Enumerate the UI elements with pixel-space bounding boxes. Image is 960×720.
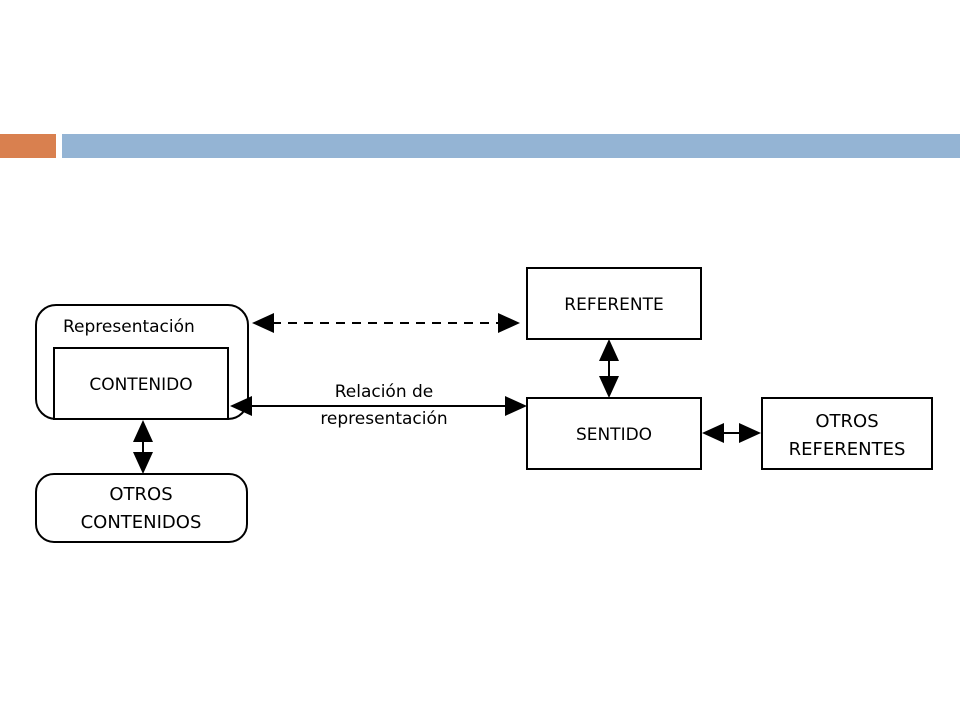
relation-arrowhead-left <box>230 396 252 416</box>
referente-sentido-arrowhead-bottom <box>599 376 619 398</box>
sentido-otros-arrowhead-right <box>739 423 761 443</box>
header-accent-blue <box>62 134 960 158</box>
contenido-otros-arrowhead-bottom <box>133 452 153 474</box>
representacion-label: Representación <box>63 317 195 337</box>
relacion-label-line2: representación <box>320 409 447 429</box>
relation-arrowhead-right <box>505 396 527 416</box>
otros-referentes-line2: REFERENTES <box>789 439 906 460</box>
otros-referentes-line1: OTROS <box>815 411 878 432</box>
sentido-otros-arrowhead-left <box>702 423 724 443</box>
sentido-box <box>526 397 702 470</box>
contenido-box <box>53 347 229 420</box>
relacion-label-line1: Relación de <box>335 382 434 402</box>
otros-contenidos-line2: CONTENIDOS <box>81 512 202 533</box>
referente-label: REFERENTE <box>564 295 663 315</box>
contenido-otros-arrowhead-top <box>133 420 153 442</box>
contenido-label: CONTENIDO <box>89 375 192 395</box>
referente-box <box>526 267 702 340</box>
otros-referentes-box <box>761 397 933 470</box>
referente-sentido-arrowhead-top <box>599 339 619 361</box>
dashed-arrowhead-left <box>252 313 274 333</box>
otros-contenidos-box <box>35 473 248 543</box>
sentido-label: SENTIDO <box>576 425 652 445</box>
header-accent-orange <box>0 134 56 158</box>
dashed-arrowhead-right <box>498 313 520 333</box>
otros-contenidos-line1: OTROS <box>109 484 172 505</box>
